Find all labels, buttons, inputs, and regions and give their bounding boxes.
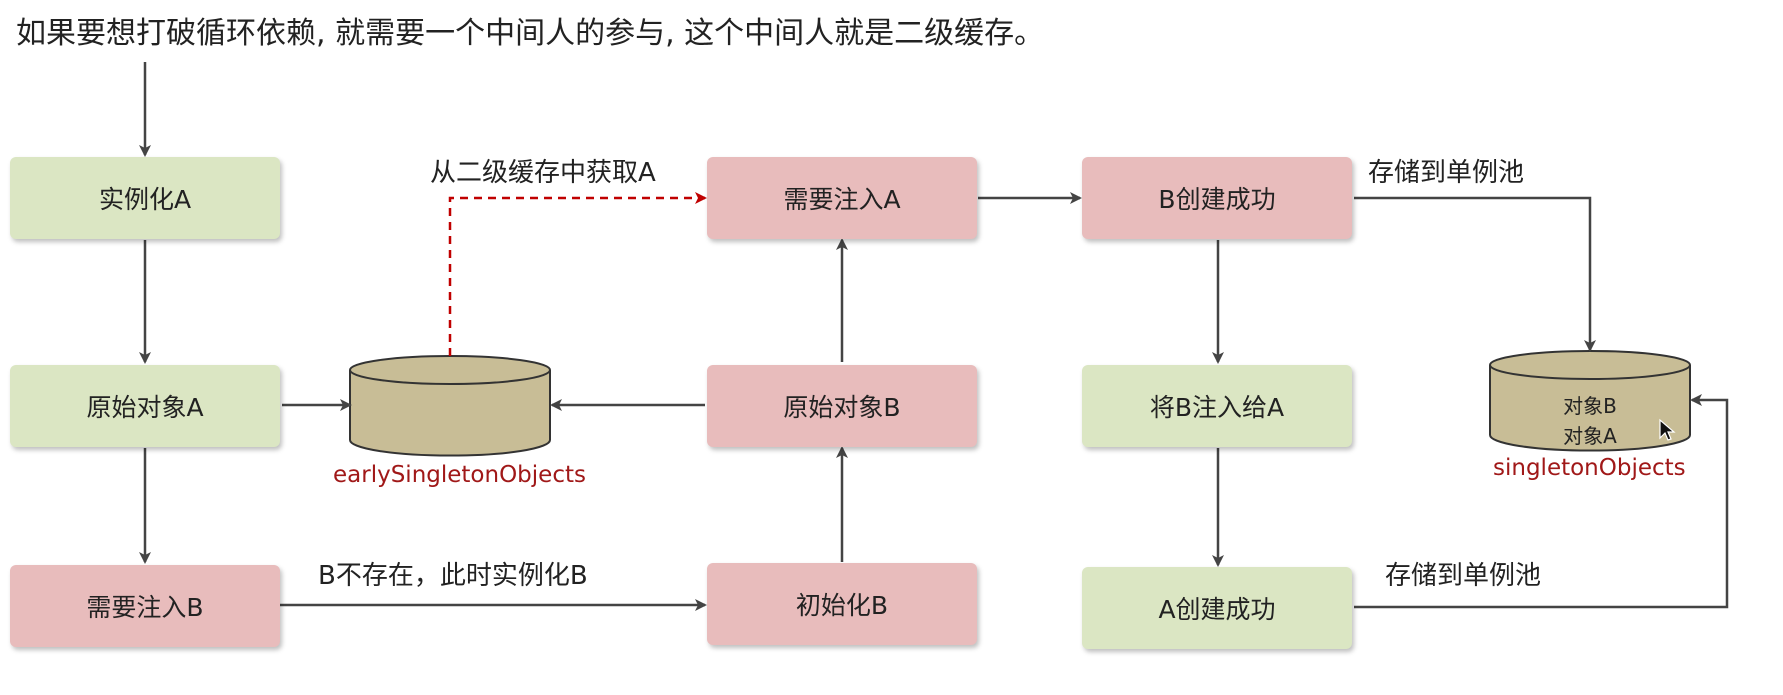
label-b-not-exist: B不存在，此时实例化B: [318, 561, 588, 591]
singleton-item-b: 对象B: [1563, 394, 1617, 418]
box-need-inject-b: 需要注入B: [10, 565, 280, 647]
box-instantiate-a: 实例化A: [10, 157, 280, 239]
box-inject-b-into-a: 将B注入给A: [1082, 365, 1352, 447]
box-b-created: B创建成功: [1082, 157, 1352, 239]
singleton-item-a: 对象A: [1563, 424, 1617, 448]
box-need-inject-a: 需要注入A: [707, 157, 977, 239]
dashed-arrow-early-to-need-a: [448, 192, 707, 356]
label-store-pool-2: 存储到单例池: [1385, 561, 1542, 591]
label-store-pool-1: 存储到单例池: [1368, 158, 1525, 188]
arrow-a-created-to-singleton: [1354, 394, 1729, 609]
box-raw-object-b: 原始对象B: [707, 365, 977, 447]
page-title: 如果要想打破循环依赖, 就需要一个中间人的参与, 这个中间人就是二级缓存。: [16, 16, 1045, 51]
arrow-b-created-to-singleton: [1354, 196, 1596, 352]
label-singleton-objects: singletonObjects: [1493, 455, 1686, 481]
mouse-cursor-icon: [1659, 418, 1676, 441]
box-init-b: 初始化B: [707, 563, 977, 645]
label-get-from-l2-cache: 从二级缓存中获取A: [430, 158, 656, 188]
box-a-created: A创建成功: [1082, 567, 1352, 649]
box-raw-object-a: 原始对象A: [10, 365, 280, 447]
early-cache-cylinder: [349, 355, 551, 457]
label-early-singleton-objects: earlySingletonObjects: [333, 462, 586, 488]
singleton-cache-cylinder: [1489, 350, 1691, 452]
